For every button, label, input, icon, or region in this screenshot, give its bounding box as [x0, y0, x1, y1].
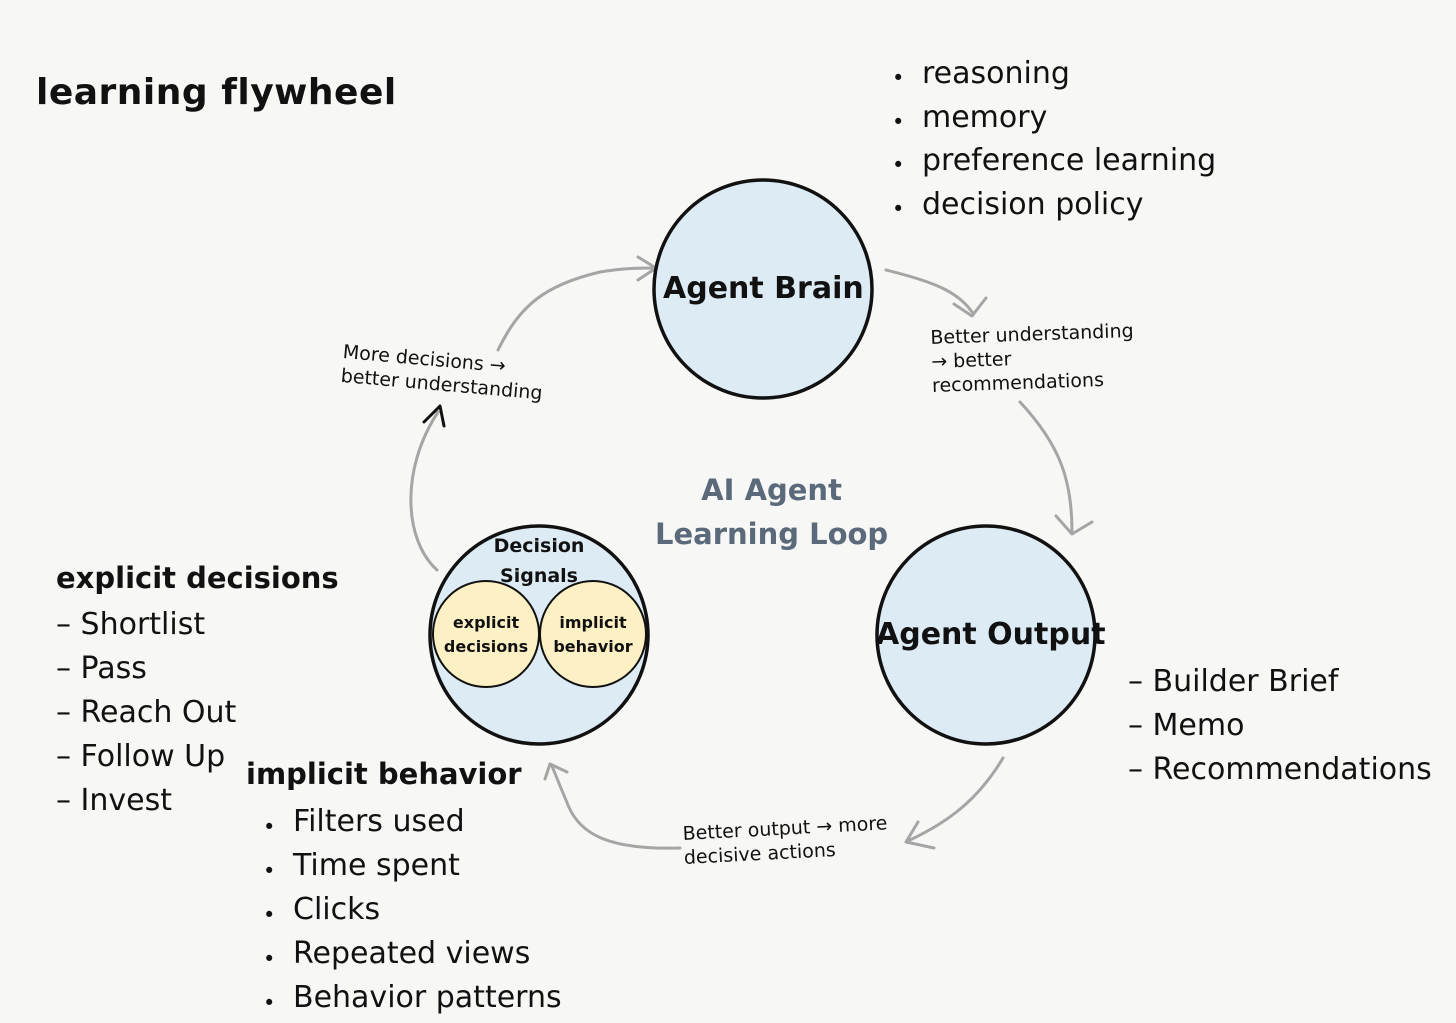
arrowhead-brain-out	[952, 296, 988, 318]
explicit-decisions-list: – Shortlist – Pass – Reach Out – Follow …	[56, 603, 236, 823]
list-item: reasoning	[892, 52, 1216, 100]
arrow-brain-to-output	[1018, 400, 1074, 534]
list-item: – Reach Out	[56, 695, 237, 730]
arrow-label-to-signals	[550, 764, 682, 850]
implicit-behavior-subnode	[539, 580, 647, 688]
diagram-title: learning flywheel	[36, 72, 397, 113]
list-item: – Memo	[1128, 708, 1245, 743]
list-item: – Recommendations	[1128, 752, 1432, 787]
agent-output-node	[875, 524, 1097, 746]
agent-brain-label: Agent Brain	[663, 271, 864, 306]
implicit-sublabel-line2: behavior	[553, 637, 633, 656]
arrow-signals-to-label	[409, 410, 440, 572]
arrowhead-signals-to-label	[422, 404, 446, 428]
list-item: – Builder Brief	[1128, 664, 1339, 699]
list-item: Repeated views	[263, 932, 562, 981]
implicit-behavior-heading: implicit behavior	[246, 757, 522, 791]
list-item: preference learning	[892, 139, 1216, 187]
agent-outputs-list: – Builder Brief – Memo – Recommendations	[1128, 660, 1432, 792]
brain-capabilities-list: reasoning memory preference learning dec…	[892, 52, 1216, 231]
center-label-line2: Learning Loop	[655, 517, 889, 551]
arrowhead-brain-to-output	[1054, 514, 1094, 536]
implicit-behavior-sublabel: implicit behavior	[543, 611, 643, 659]
arrowhead-label-to-signals	[543, 762, 569, 781]
explicit-decisions-sublabel: explicit decisions	[436, 611, 536, 659]
implicit-sublabel-line1: implicit	[559, 613, 627, 632]
explicit-decisions-heading: explicit decisions	[56, 561, 339, 595]
center-label-line1: AI Agent	[701, 473, 842, 507]
list-item: Clicks	[263, 888, 562, 937]
decision-signals-label: Decision Signals	[469, 531, 609, 591]
agent-output-label: Agent Output	[876, 617, 1106, 652]
arrow-label-to-brain	[496, 266, 656, 352]
list-item: memory	[892, 96, 1216, 144]
list-item: – Follow Up	[56, 739, 226, 774]
edge-label-brain-to-output: Better understanding → better recommenda…	[930, 319, 1136, 398]
arrowhead-output-to-label	[904, 820, 936, 850]
list-item: – Pass	[56, 651, 147, 686]
decision-signals-label-line1: Decision	[493, 535, 585, 557]
list-item: – Shortlist	[56, 607, 206, 642]
arrow-brain-out	[884, 268, 974, 314]
list-item: decision policy	[892, 183, 1216, 231]
implicit-behavior-list: Filters used Time spent Clicks Repeated …	[263, 800, 562, 1023]
center-label: AI Agent Learning Loop	[655, 468, 888, 556]
list-item: Filters used	[263, 800, 562, 849]
list-item: Behavior patterns	[263, 976, 562, 1023]
agent-brain-node	[652, 178, 874, 400]
list-item: Time spent	[263, 844, 562, 893]
explicit-sublabel-line2: decisions	[443, 637, 529, 656]
explicit-sublabel-line1: explicit	[452, 613, 520, 632]
decision-signals-label-line2: Signals	[500, 565, 578, 587]
list-item: – Invest	[56, 783, 173, 818]
arrow-output-to-label	[908, 756, 1005, 842]
